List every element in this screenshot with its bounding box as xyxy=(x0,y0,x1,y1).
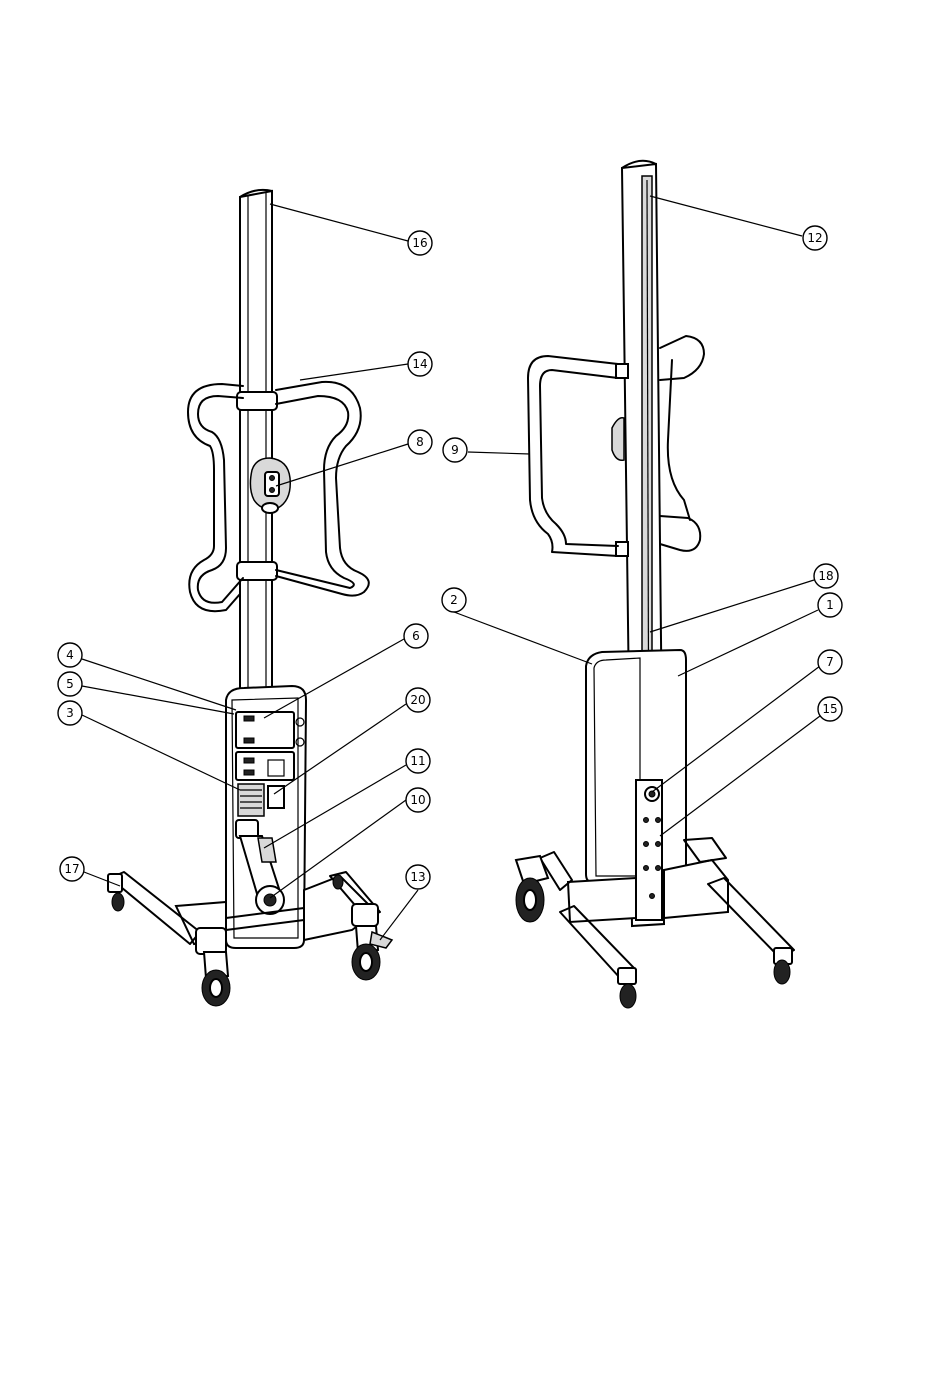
svg-text:6: 6 xyxy=(412,629,420,643)
svg-text:7: 7 xyxy=(826,655,834,669)
callout-11: 11 xyxy=(406,749,430,773)
callout-4: 4 xyxy=(58,643,82,667)
right-column-panel xyxy=(636,780,662,920)
svg-text:9: 9 xyxy=(451,443,459,457)
callout-16: 16 xyxy=(408,231,432,255)
callout-18: 18 xyxy=(814,564,838,588)
leader-lines xyxy=(82,196,820,940)
callout-8: 8 xyxy=(408,430,432,454)
callout-17: 17 xyxy=(60,857,84,881)
svg-text:15: 15 xyxy=(822,702,837,716)
svg-text:4: 4 xyxy=(66,648,74,662)
callout-3: 3 xyxy=(58,701,82,725)
callout-7: 7 xyxy=(818,650,842,674)
callout-5: 5 xyxy=(58,672,82,696)
callout-2: 2 xyxy=(442,588,466,612)
callout-9: 9 xyxy=(443,438,467,462)
svg-text:13: 13 xyxy=(410,870,425,884)
svg-text:11: 11 xyxy=(410,754,425,768)
callout-20: 20 xyxy=(406,688,430,712)
svg-text:12: 12 xyxy=(807,231,822,245)
svg-text:2: 2 xyxy=(450,593,458,607)
svg-text:16: 16 xyxy=(412,236,427,250)
svg-text:18: 18 xyxy=(818,569,833,583)
svg-text:14: 14 xyxy=(412,357,427,371)
callout-labels: 16 14 8 4 5 3 6 20 11 10 17 13 12 9 18 2… xyxy=(58,226,842,889)
callout-6: 6 xyxy=(404,624,428,648)
svg-text:3: 3 xyxy=(66,706,74,720)
callout-12: 12 xyxy=(803,226,827,250)
left-mast-column xyxy=(237,190,277,694)
callout-1: 1 xyxy=(818,593,842,617)
svg-text:17: 17 xyxy=(64,862,79,876)
svg-text:1: 1 xyxy=(826,598,834,612)
callout-10: 10 xyxy=(406,788,430,812)
svg-text:5: 5 xyxy=(66,677,74,691)
svg-text:20: 20 xyxy=(410,693,425,707)
svg-text:10: 10 xyxy=(410,793,425,807)
svg-text:8: 8 xyxy=(416,435,424,449)
callout-14: 14 xyxy=(408,352,432,376)
left-lift-assembly xyxy=(108,190,392,1006)
right-lift-assembly xyxy=(516,161,794,1008)
callout-15: 15 xyxy=(818,697,842,721)
callout-13: 13 xyxy=(406,865,430,889)
